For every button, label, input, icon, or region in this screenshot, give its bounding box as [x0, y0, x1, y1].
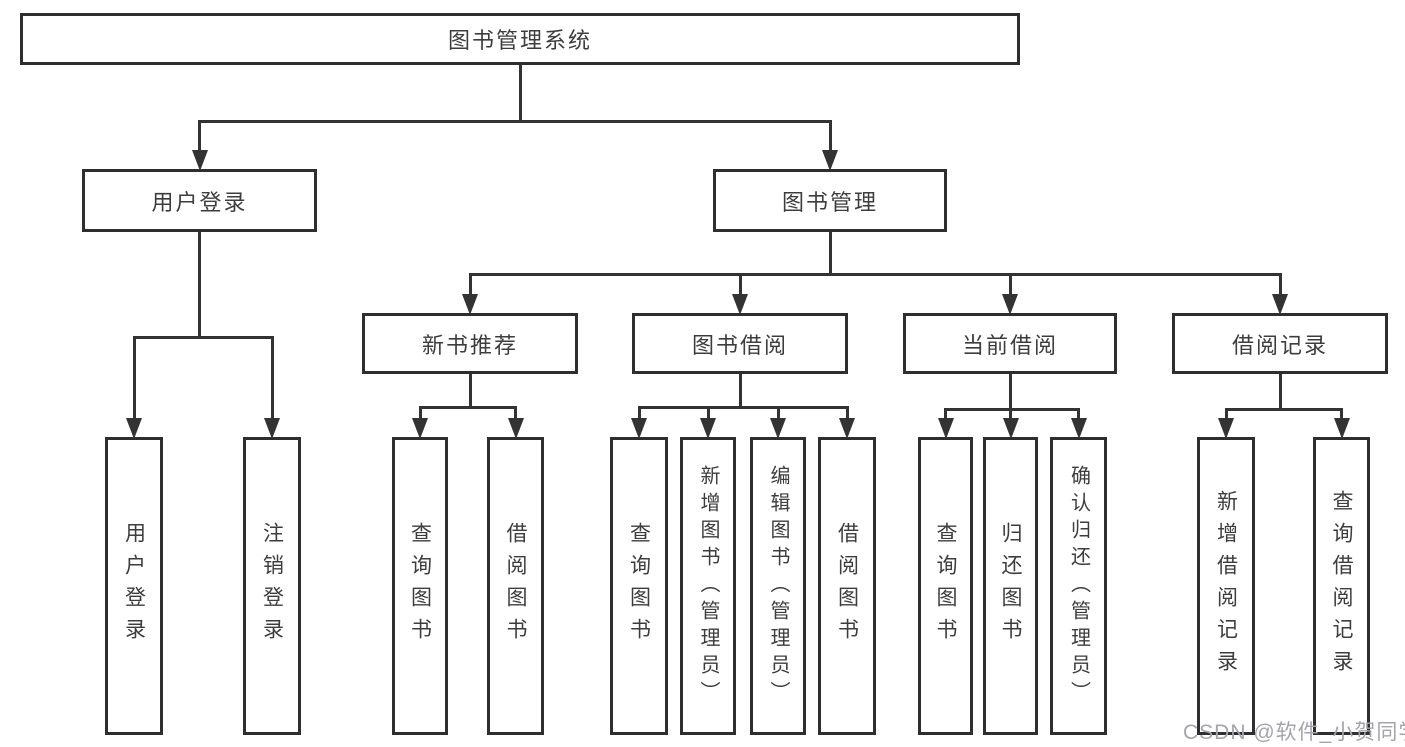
- connector-stem-bb-edit-book: [776, 406, 780, 420]
- connector-stem-login: [132, 336, 136, 420]
- node-br-add-record-box: 新增借阅记录: [1197, 437, 1255, 735]
- connector-stem-rec-query-book: [418, 406, 422, 420]
- connector-bus-book-borrow: [637, 406, 849, 409]
- arrow-down-icon: [126, 418, 142, 439]
- connector-stem-borrow-records: [1278, 273, 1282, 296]
- node-borrow-records-box: 借阅记录: [1172, 313, 1388, 374]
- connector-stem-bb-query-book: [637, 406, 641, 420]
- node-new-book-rec-label: 新书推荐: [421, 332, 518, 358]
- connector-bus-root: [198, 120, 832, 123]
- connector-stem-logout: [270, 336, 274, 420]
- connector-stem-rec-borrow-book: [514, 406, 517, 420]
- node-rec-query-book-label: 查询图书: [408, 522, 432, 650]
- node-bb-edit-book-label: 编辑图书（管理员）: [767, 464, 789, 708]
- connector-drop-root: [518, 64, 522, 122]
- connector-stem-cb-return-book: [1009, 408, 1012, 420]
- node-br-query-record-box: 查询借阅记录: [1313, 437, 1370, 735]
- node-login-box: 用户登录: [105, 437, 163, 735]
- node-book-mgmt-box: 图书管理: [713, 169, 947, 232]
- csdn-watermark: CSDN @软件_小贺同学: [1183, 721, 1405, 744]
- connector-stem-user-login: [198, 120, 201, 152]
- node-login-label: 用户登录: [122, 522, 146, 650]
- node-current-borrow-label: 当前借阅: [961, 332, 1058, 358]
- connector-drop-borrow-records: [1278, 373, 1282, 410]
- connector-stem-br-add-record: [1224, 408, 1228, 420]
- arrow-down-icon: [412, 418, 428, 439]
- connector-bus-new-book-rec: [418, 406, 517, 409]
- arrow-down-icon: [1002, 294, 1018, 315]
- connector-bus-current-borrow: [944, 408, 1080, 411]
- arrow-down-icon: [191, 150, 208, 171]
- node-bb-edit-book-box: 编辑图书（管理员）: [750, 437, 806, 735]
- node-logout-box: 注销登录: [243, 437, 301, 735]
- node-book-mgmt-label: 图书管理: [781, 189, 878, 215]
- arrow-down-icon: [507, 418, 524, 439]
- arrow-down-icon: [700, 418, 716, 439]
- arrow-down-icon: [822, 150, 838, 171]
- node-cb-return-book-label: 归还图书: [999, 522, 1022, 650]
- node-br-add-record-label: 新增借阅记录: [1214, 490, 1238, 682]
- node-book-borrow-label: 图书借阅: [691, 332, 788, 358]
- node-logout-label: 注销登录: [260, 522, 284, 650]
- node-cb-return-book-box: 归还图书: [983, 437, 1038, 735]
- node-root-label: 图书管理系统: [447, 28, 592, 53]
- connector-stem-new-book-rec: [468, 273, 472, 296]
- arrow-down-icon: [937, 418, 954, 439]
- node-br-query-record-label: 查询借阅记录: [1330, 490, 1353, 682]
- arrow-down-icon: [1272, 294, 1288, 315]
- connector-drop-current-borrow: [1008, 373, 1012, 410]
- arrow-down-icon: [732, 294, 748, 315]
- connector-stem-bb-borrow-book: [845, 406, 849, 420]
- arrow-down-icon: [1218, 418, 1234, 439]
- connector-stem-book-borrow: [738, 273, 742, 296]
- arrow-down-icon: [839, 418, 855, 439]
- arrow-down-icon: [631, 418, 647, 439]
- node-borrow-records-label: 借阅记录: [1231, 332, 1328, 358]
- arrow-down-icon: [462, 294, 478, 315]
- connector-stem-bb-add-book: [706, 406, 710, 420]
- connector-stem-cb-confirm-return: [1077, 408, 1080, 420]
- arrow-down-icon: [770, 418, 786, 439]
- connector-stem-cb-query-book: [944, 408, 947, 420]
- connector-drop-user-login: [198, 231, 201, 338]
- node-root-box: 图书管理系统: [20, 13, 1020, 65]
- connector-drop-book-mgmt: [828, 231, 832, 275]
- connector-stem-current-borrow: [1008, 273, 1012, 296]
- connector-drop-book-borrow: [738, 373, 742, 408]
- node-new-book-rec-box: 新书推荐: [362, 313, 578, 374]
- node-bb-query-book-box: 查询图书: [610, 437, 668, 735]
- node-user-login-box: 用户登录: [82, 169, 317, 232]
- node-cb-query-book-label: 查询图书: [934, 522, 957, 650]
- arrow-down-icon: [264, 418, 280, 439]
- connector-stem-book-mgmt: [828, 120, 832, 152]
- connector-stem-br-query-record: [1340, 408, 1343, 420]
- connector-bus-user-login: [132, 336, 274, 339]
- node-bb-query-book-label: 查询图书: [627, 522, 651, 650]
- node-cb-query-book-box: 查询图书: [918, 437, 973, 735]
- connector-bus-book-mgmt: [468, 273, 1282, 276]
- node-bb-add-book-label: 新增图书（管理员）: [697, 464, 719, 708]
- node-bb-add-book-box: 新增图书（管理员）: [680, 437, 736, 735]
- connector-drop-new-book-rec: [468, 373, 472, 408]
- node-rec-borrow-book-box: 借阅图书: [487, 437, 544, 735]
- connector-bus-borrow-records: [1224, 408, 1343, 411]
- arrow-down-icon: [1002, 418, 1019, 439]
- node-current-borrow-box: 当前借阅: [903, 313, 1117, 374]
- node-bb-borrow-book-box: 借阅图书: [818, 437, 876, 735]
- node-cb-confirm-return-label: 确认归还（管理员）: [1067, 464, 1090, 708]
- node-rec-query-book-box: 查询图书: [392, 437, 448, 735]
- node-cb-confirm-return-box: 确认归还（管理员）: [1050, 437, 1107, 735]
- node-rec-borrow-book-label: 借阅图书: [504, 522, 527, 650]
- arrow-down-icon: [1070, 418, 1087, 439]
- node-user-login-label: 用户登录: [151, 189, 248, 215]
- node-book-borrow-box: 图书借阅: [632, 313, 848, 374]
- arrow-down-icon: [1333, 418, 1350, 439]
- node-bb-borrow-book-label: 借阅图书: [835, 522, 859, 650]
